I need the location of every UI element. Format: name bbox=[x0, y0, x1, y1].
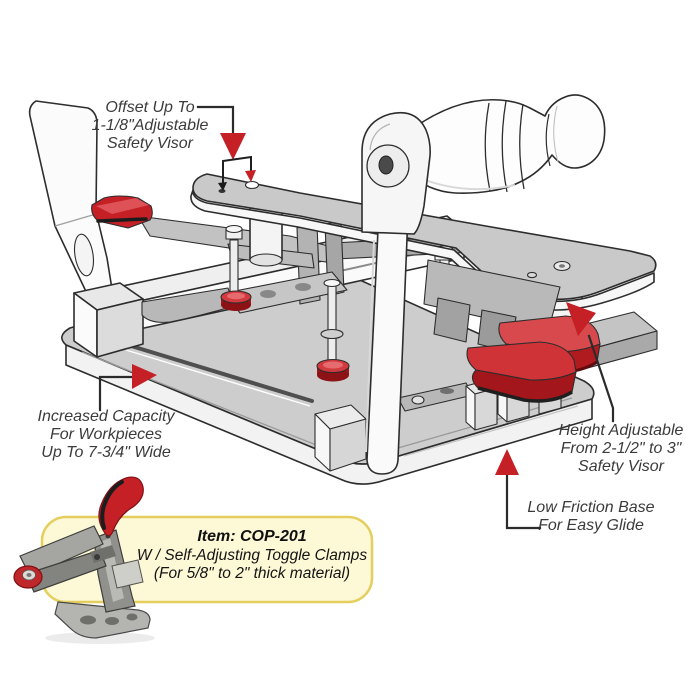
visor-offset-hole bbox=[244, 180, 260, 190]
height-callout: Height Adjustable From 2-1/2" to 3" Safe… bbox=[559, 302, 684, 475]
friction-arrow-up-icon bbox=[495, 449, 519, 475]
offset-label-line2: 1-1/8"Adjustable bbox=[92, 117, 209, 134]
friction-label-line1: Low Friction Base bbox=[527, 499, 654, 516]
offset-mini-arrow-icon bbox=[245, 170, 256, 182]
red-clamp-grip-lower bbox=[466, 341, 577, 403]
clamp-red-pad bbox=[13, 565, 43, 589]
item-desc-line2: (For 5/8" to 2" thick material) bbox=[154, 565, 350, 582]
capacity-label-line2: For Workpieces bbox=[50, 426, 162, 443]
offset-callout: Offset Up To 1-1/8"Adjustable Safety Vis… bbox=[92, 99, 256, 191]
capacity-callout: Increased Capacity For Workpieces Up To … bbox=[38, 364, 176, 461]
item-desc-line1: W / Self-Adjusting Toggle Clamps bbox=[137, 547, 368, 564]
offset-label-line3: Safety Visor bbox=[107, 135, 194, 152]
capacity-arrow-right-icon bbox=[132, 364, 157, 389]
base-groove bbox=[126, 343, 314, 403]
yoke-screw bbox=[378, 155, 394, 175]
offset-arrow-down-icon bbox=[220, 133, 246, 160]
side-handle bbox=[28, 100, 117, 319]
mount-bracket bbox=[397, 382, 474, 412]
spindle-center bbox=[316, 278, 350, 382]
red-clamp-grip-left bbox=[91, 195, 153, 229]
clamp-spindles bbox=[220, 224, 454, 382]
friction-label-line2: For Easy Glide bbox=[538, 517, 644, 534]
toggle-clamp-photo bbox=[13, 476, 155, 644]
offset-label-line1: Offset Up To bbox=[105, 99, 194, 116]
height-label-line3: Safety Visor bbox=[578, 458, 665, 475]
clamp-base-foot bbox=[54, 601, 151, 639]
wood-handle bbox=[407, 94, 606, 194]
height-label-line2: From 2-1/2" to 3" bbox=[561, 440, 683, 457]
capacity-label-line1: Increased Capacity bbox=[38, 408, 176, 425]
friction-callout: Low Friction Base For Easy Glide bbox=[495, 449, 655, 534]
height-label-line1: Height Adjustable bbox=[559, 422, 684, 439]
safety-visor-bar bbox=[190, 173, 657, 356]
handle-yoke bbox=[361, 111, 431, 235]
annotations: Offset Up To 1-1/8"Adjustable Safety Vis… bbox=[38, 99, 684, 534]
spindle-front-left bbox=[220, 224, 252, 311]
capacity-label-line3: Up To 7-3/4" Wide bbox=[41, 444, 171, 461]
clamp-red-grip bbox=[98, 476, 144, 537]
offset-tick-icon bbox=[218, 182, 227, 191]
center-post bbox=[365, 213, 409, 475]
item-number: Item: COP-201 bbox=[197, 528, 306, 545]
height-arrow-up-left-icon bbox=[566, 302, 596, 336]
riser-block bbox=[314, 404, 367, 472]
